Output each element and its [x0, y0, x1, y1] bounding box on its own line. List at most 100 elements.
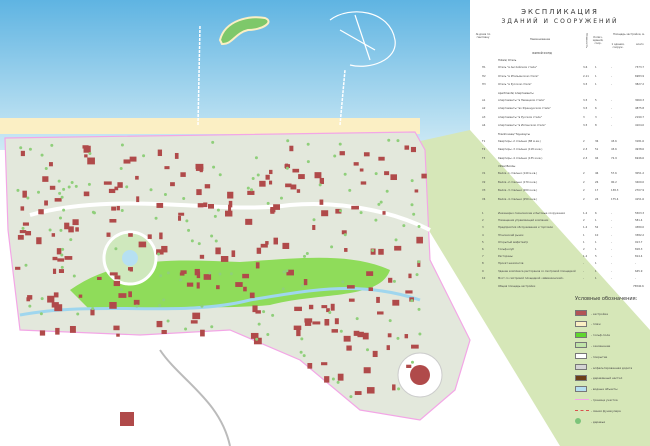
row-num: 7 [482, 255, 484, 259]
building [83, 191, 90, 197]
building [255, 310, 261, 314]
building [406, 364, 412, 368]
building [337, 373, 344, 381]
row-area-one: 138.3 [611, 189, 619, 192]
header-count: Колич. зданий, соор. [592, 36, 604, 45]
row-count: 5 [595, 255, 597, 259]
row-count: 26 [595, 180, 599, 184]
building [249, 292, 255, 299]
tree [266, 201, 270, 205]
tree [48, 228, 52, 232]
row-area-total: 3382.2 [635, 233, 645, 237]
row-area-total: 2190.7 [635, 115, 645, 119]
row-num: A2 [482, 107, 486, 110]
tree [415, 273, 419, 277]
row-num: 8 [482, 262, 484, 266]
building [53, 292, 59, 298]
tree [249, 188, 253, 192]
row-count: 1 [595, 240, 597, 244]
building [324, 376, 330, 383]
tree [410, 203, 414, 207]
row-area-total: 6983.9 [635, 74, 645, 78]
building [106, 232, 111, 237]
building [156, 320, 163, 328]
tree [88, 152, 92, 156]
row-floors: 1-2 [583, 255, 588, 259]
row-area-one: 43.6 [611, 148, 617, 151]
row-floors: 1-2 [583, 212, 588, 215]
row-num: T1 [482, 139, 486, 143]
tree [396, 336, 400, 340]
row-area-total: 4380.0 [635, 226, 645, 230]
building [353, 162, 359, 166]
row-floors: 3-5 [583, 83, 588, 86]
tree [339, 209, 343, 213]
building [69, 325, 76, 333]
row-area-total: 3827.2 [635, 83, 645, 86]
section-title: Apartments/ Апартаменты [498, 91, 534, 95]
building [231, 250, 236, 257]
building [308, 304, 314, 310]
building [243, 286, 247, 292]
tree [210, 234, 214, 238]
tree [374, 218, 378, 222]
tree [396, 139, 400, 143]
header-num: № дома по генплану [475, 33, 491, 39]
row-name: Гольф-клуб [498, 248, 514, 251]
row-floors: 2-11 [583, 74, 589, 78]
pier-2 [339, 69, 346, 126]
row-name: Отель "в Английском стиле" [498, 66, 537, 69]
building [123, 159, 131, 164]
building [319, 199, 324, 205]
row-count: 5 [595, 98, 597, 102]
tree [70, 180, 74, 184]
legend-swatch [575, 374, 587, 381]
buildings [15, 145, 427, 395]
building [109, 272, 118, 276]
section-title: ЖИЛОЙ ФОНД [532, 52, 552, 55]
building [335, 208, 342, 214]
building [138, 241, 147, 248]
building [378, 156, 385, 161]
row-area-one: - [611, 240, 612, 244]
row-area-total: - [635, 262, 636, 266]
legend-label: - гольф-поле [591, 333, 610, 338]
row-floors: 2 [583, 189, 585, 192]
row-area-one: - [611, 74, 612, 78]
row-area-total: 6946.6 [635, 156, 645, 160]
row-floors: - [583, 276, 584, 280]
building [227, 191, 234, 199]
row-floors: 3-5 [583, 98, 588, 102]
tree [58, 191, 62, 195]
building [47, 295, 55, 303]
building [215, 247, 221, 255]
building [207, 204, 215, 209]
tree [339, 329, 343, 333]
building [321, 210, 329, 217]
tree [216, 208, 220, 212]
row-num: H3 [482, 83, 486, 86]
tree [282, 270, 286, 274]
row-area-total: 3051.2 [635, 172, 645, 175]
tree [26, 196, 30, 200]
building [410, 146, 417, 153]
section-title: Hotels/ Отель [498, 59, 517, 62]
tree [197, 242, 201, 246]
tree [149, 188, 153, 192]
building [353, 330, 360, 336]
row-area-one: - [611, 83, 612, 86]
row-count: 1 [595, 248, 597, 251]
row-area-one: - [611, 276, 612, 280]
building [303, 279, 308, 286]
row-num: 2 [482, 219, 484, 223]
row-name: Квартиры -3 спальни (118 м.кв.) [498, 148, 543, 151]
row-area-total: 814.4 [635, 255, 643, 259]
building [255, 262, 260, 269]
tree [119, 167, 123, 171]
row-floors: 1 [583, 240, 585, 244]
building [178, 215, 182, 221]
pier [197, 24, 201, 126]
tree [91, 307, 95, 311]
